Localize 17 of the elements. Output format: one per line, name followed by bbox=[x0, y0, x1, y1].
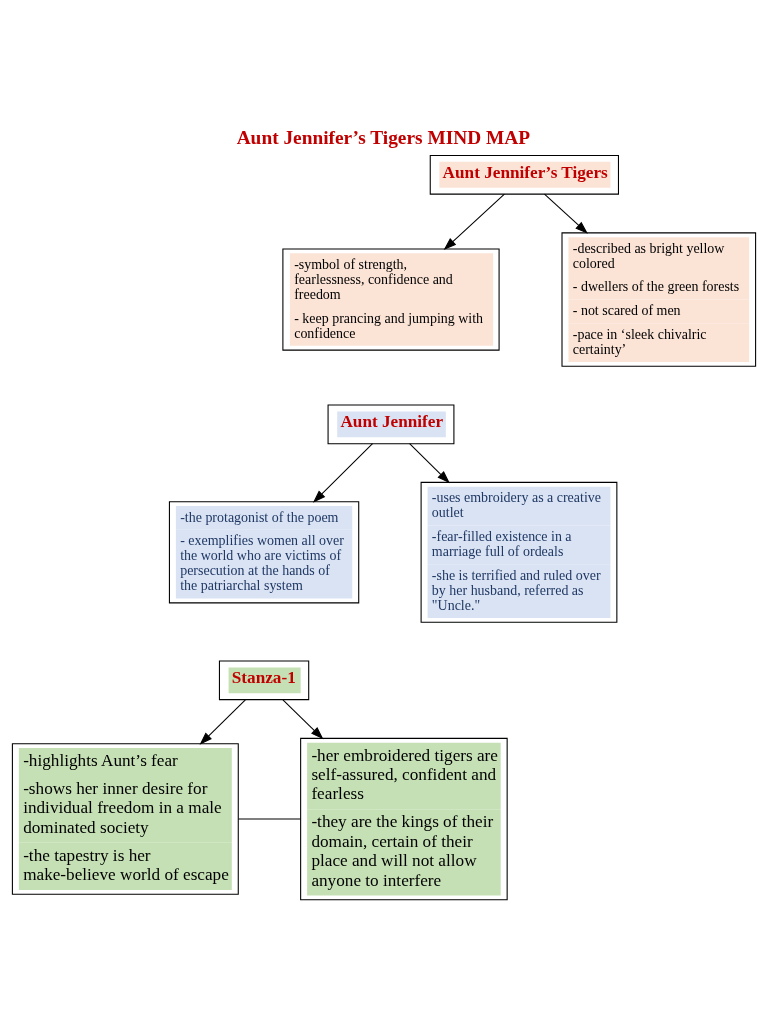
arrow bbox=[282, 698, 324, 739]
connector bbox=[237, 818, 302, 820]
node-box: -her embroidered tigers are self-assured, confident and fearless -they are the kings of their domain, certain of their place and will not allow anyone to interfere bbox=[300, 737, 508, 900]
node-box: Aunt Jennifer’s Tigers bbox=[429, 154, 619, 195]
node-box: -symbol of strength, fearlessness, confidence and freedom - keep prancing and jumping with confidence bbox=[282, 247, 500, 351]
node-box: Aunt Jennifer bbox=[327, 403, 455, 444]
arrow bbox=[409, 442, 450, 483]
diagram-title: Aunt Jennifer’s Tigers MIND MAP bbox=[236, 126, 531, 148]
node-box: -highlights Aunt’s fear -shows her inner desire for individual freedom in a male dominated society -the tapestry is her make-believe world of escape bbox=[11, 742, 239, 895]
arrow bbox=[443, 193, 505, 250]
node-box: -described as bright yellow colored - dwellers of the green forests - not scared of men -pace in ‘sleek chivalric certainty’ bbox=[561, 231, 757, 367]
arrow bbox=[199, 698, 246, 745]
arrow bbox=[312, 442, 374, 503]
arrow bbox=[543, 193, 588, 234]
node-box: -the protagonist of the poem - exemplifies women all over the world who are victims of persecution at the hands of the patriarchal system bbox=[168, 500, 360, 603]
node-box: -uses embroidery as a creative outlet -fear-filled existence in a marriage full of ordeals -she is terrified and ruled over by her husband, referred as "Uncle." bbox=[420, 481, 618, 623]
node-box: Stanza-1 bbox=[218, 659, 310, 700]
